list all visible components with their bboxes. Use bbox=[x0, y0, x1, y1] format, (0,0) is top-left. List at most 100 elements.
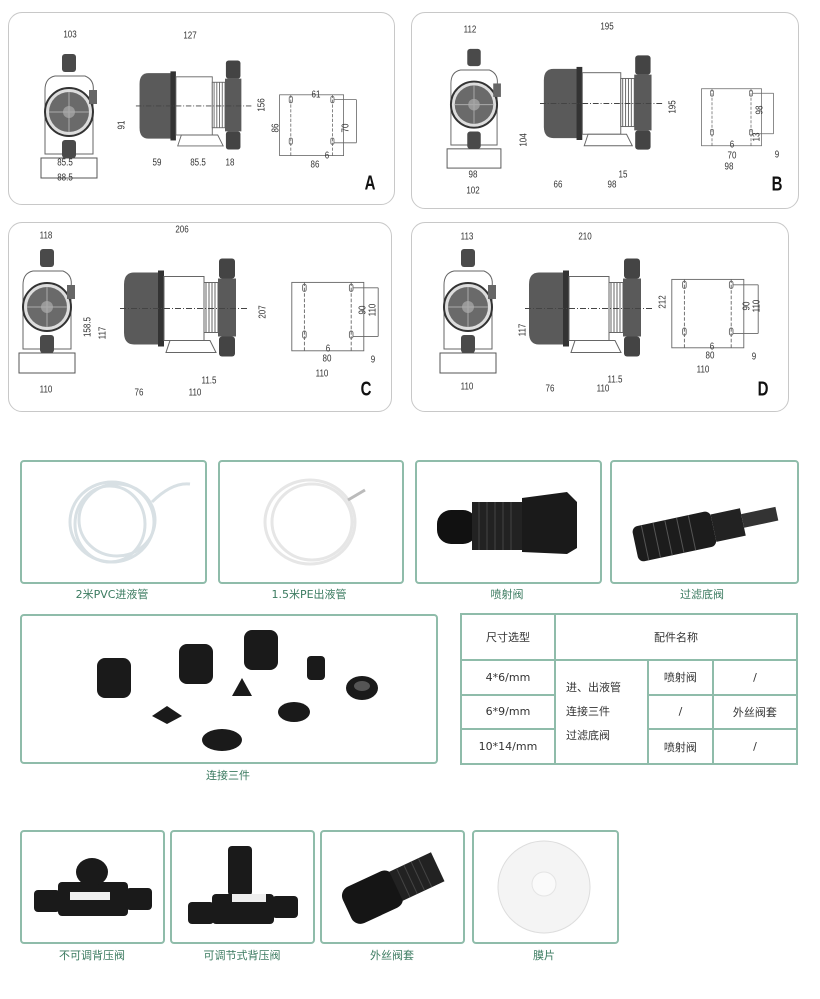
pump-front-view-drawing bbox=[38, 50, 100, 180]
part-cell: / bbox=[711, 728, 799, 765]
dim-label: 86 bbox=[270, 123, 282, 133]
dim-label: 110 bbox=[315, 368, 329, 380]
dim-label: 127 bbox=[183, 30, 197, 42]
panel-label: B bbox=[771, 173, 783, 196]
dim-label: 195 bbox=[667, 100, 679, 114]
dim-label: 76 bbox=[134, 387, 144, 399]
dim-label: 117 bbox=[517, 323, 529, 337]
dim-label: 11.5 bbox=[201, 375, 217, 387]
part-caption: 不可调背压阀 bbox=[59, 949, 125, 962]
dim-label: 11.5 bbox=[607, 374, 623, 386]
dim-label: 15 bbox=[618, 169, 628, 181]
mounting-base-drawing bbox=[278, 90, 358, 162]
part-cell: 外丝阀套 bbox=[711, 693, 799, 731]
size-cell: 6*9/mm bbox=[460, 693, 556, 731]
dim-label: 85.5 bbox=[190, 157, 206, 169]
size-cell: 10*14/mm bbox=[460, 728, 556, 765]
dim-label: 112 bbox=[463, 24, 477, 36]
pvc-tube-image bbox=[20, 460, 207, 584]
pump-side-view-drawing bbox=[120, 245, 250, 370]
panel-label: A bbox=[364, 172, 376, 195]
injection-valve-image bbox=[415, 460, 602, 584]
dim-label: 9 bbox=[774, 149, 780, 161]
dim-label: 18 bbox=[225, 157, 235, 169]
dim-label: 80 bbox=[322, 353, 332, 365]
foot-valve-image bbox=[610, 460, 799, 584]
pump-front-view-drawing bbox=[14, 245, 80, 375]
dim-label: 70 bbox=[727, 150, 737, 162]
table-header-parts: 配件名称 bbox=[554, 613, 798, 661]
table-row: 10*14/mm 喷射阀 / bbox=[460, 728, 799, 765]
connector-set-image bbox=[20, 614, 438, 764]
dim-label: 70 bbox=[340, 123, 352, 133]
part-cell: / bbox=[647, 693, 714, 731]
dim-label: 210 bbox=[578, 231, 592, 243]
dim-label: 85.5 bbox=[57, 157, 73, 169]
dim-label: 80 bbox=[705, 350, 715, 362]
part-cell: 喷射阀 bbox=[647, 728, 714, 765]
size-cell: 4*6/mm bbox=[460, 659, 556, 696]
dim-label: 102 bbox=[466, 185, 480, 197]
dim-label: 158.5 bbox=[82, 316, 94, 338]
table-row: 6*9/mm / 外丝阀套 bbox=[460, 693, 799, 731]
dim-label: 117 bbox=[97, 326, 109, 340]
mounting-base-drawing bbox=[700, 78, 775, 158]
dim-label: 6 bbox=[324, 150, 330, 162]
dim-label: 104 bbox=[518, 133, 530, 147]
fixed-back-pressure-valve-image bbox=[20, 830, 165, 944]
dim-label: 59 bbox=[152, 157, 162, 169]
thread-valve-sleeve-image bbox=[320, 830, 465, 944]
accessory-size-table: 尺寸选型 配件名称 4*6/mm 进、出液管连接三件过滤底阀 喷射阀 / 6*9… bbox=[460, 613, 799, 765]
common-part: 进、出液管 bbox=[566, 681, 621, 694]
adjustable-back-pressure-valve-image bbox=[170, 830, 315, 944]
pump-side-view-drawing bbox=[540, 45, 665, 160]
panel-label: C bbox=[360, 378, 372, 401]
dim-label: 13 bbox=[751, 132, 763, 142]
dim-label: 66 bbox=[553, 179, 563, 191]
dim-label: 110 bbox=[460, 381, 474, 393]
dim-label: 88.5 bbox=[57, 172, 73, 184]
accessory-caption: 1.5米PE出液管 bbox=[271, 588, 347, 601]
pump-front-view-drawing bbox=[442, 45, 506, 170]
dim-label: 110 bbox=[188, 387, 202, 399]
dim-label: 110 bbox=[596, 383, 610, 395]
mounting-base-drawing bbox=[290, 275, 380, 360]
common-parts-cell: 进、出液管连接三件过滤底阀 bbox=[554, 659, 649, 765]
dim-label: 156 bbox=[256, 98, 268, 112]
dim-label: 98 bbox=[754, 105, 766, 115]
dim-label: 110 bbox=[696, 364, 710, 376]
dim-label: 110 bbox=[367, 303, 379, 317]
dim-label: 98 bbox=[468, 169, 478, 181]
dim-label: 212 bbox=[657, 295, 669, 309]
dim-label: 76 bbox=[545, 383, 555, 395]
part-cell: / bbox=[711, 659, 799, 696]
part-cell: 喷射阀 bbox=[647, 659, 714, 696]
dim-label: 6 bbox=[325, 343, 331, 355]
table-row: 4*6/mm 进、出液管连接三件过滤底阀 喷射阀 / bbox=[460, 659, 799, 765]
part-caption: 可调节式背压阀 bbox=[203, 949, 281, 962]
mounting-base-drawing bbox=[670, 272, 760, 357]
dim-label: 195 bbox=[600, 21, 614, 33]
pump-side-view-drawing bbox=[135, 55, 255, 155]
pe-tube-image bbox=[218, 460, 404, 584]
dim-label: 110 bbox=[751, 299, 763, 313]
dim-label: 118 bbox=[39, 230, 53, 242]
table-header-size: 尺寸选型 bbox=[460, 613, 556, 661]
part-caption: 膜片 bbox=[533, 949, 555, 962]
accessory-caption: 2米PVC进液管 bbox=[75, 588, 149, 601]
dim-label: 91 bbox=[116, 120, 128, 130]
accessory-caption: 连接三件 bbox=[206, 769, 250, 782]
dim-label: 206 bbox=[175, 224, 189, 236]
pump-side-view-drawing bbox=[525, 245, 655, 370]
dim-label: 9 bbox=[751, 351, 757, 363]
common-part: 连接三件 bbox=[566, 705, 610, 718]
dim-label: 9 bbox=[370, 354, 376, 366]
dim-label: 98 bbox=[724, 161, 734, 173]
dim-label: 98 bbox=[607, 179, 617, 191]
dim-label: 207 bbox=[257, 305, 269, 319]
accessory-caption: 喷射阀 bbox=[490, 588, 524, 601]
pump-front-view-drawing bbox=[435, 245, 501, 375]
dim-label: 110 bbox=[39, 384, 53, 396]
dim-label: 113 bbox=[460, 231, 474, 243]
dim-label: 6 bbox=[709, 341, 715, 353]
